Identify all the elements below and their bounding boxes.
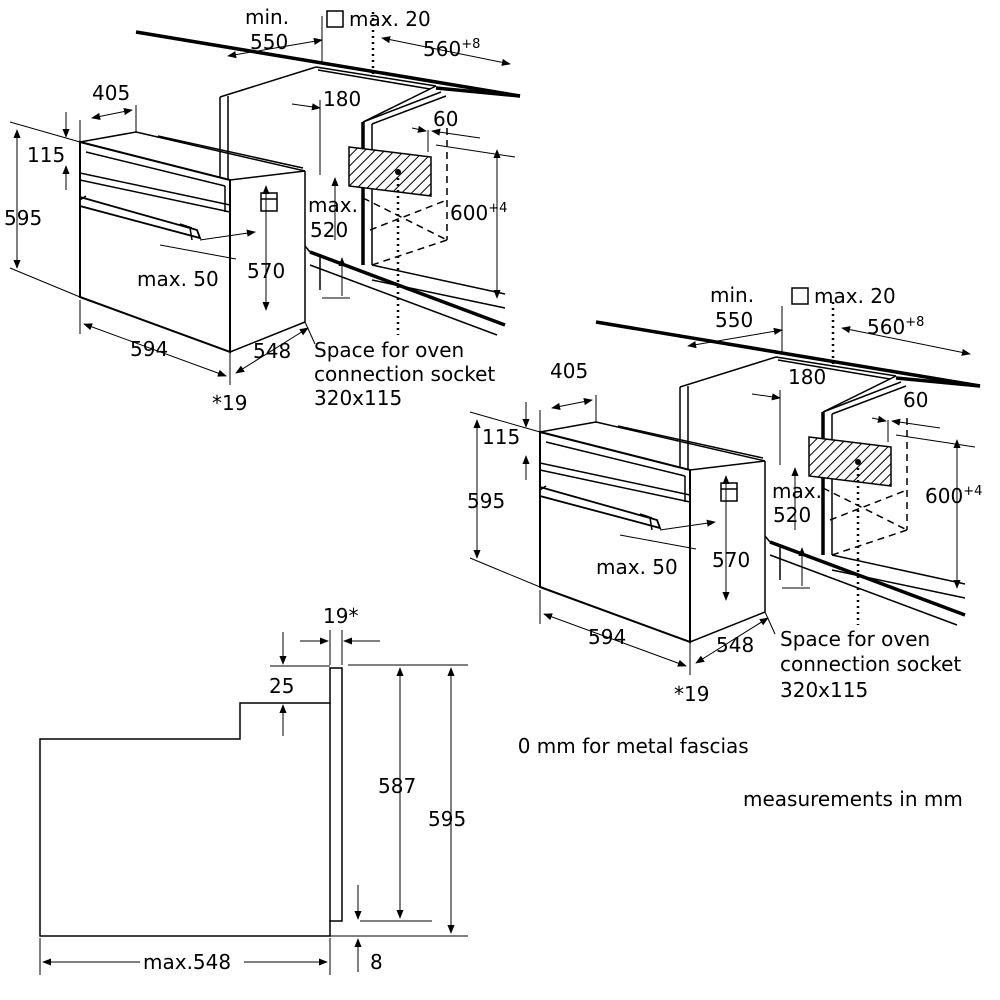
socket-line-3: 320x115 [780, 678, 868, 702]
max-50-label: max. 50 [137, 267, 219, 291]
dim-60-label: 60 [903, 388, 928, 412]
footnote-19-label: *19 [212, 391, 247, 415]
measurements-note: measurements in mm [743, 787, 963, 811]
height-600-label: 600+4 [450, 201, 507, 225]
dim-587-label: 587 [378, 774, 416, 798]
height-600-label: 600+4 [925, 484, 982, 508]
depth-560-label: 560+8 [867, 315, 924, 339]
socket-line-2: connection socket [780, 652, 961, 676]
min-label: min. [710, 283, 754, 307]
min-label: min. [245, 5, 289, 29]
max-50-label: max. 50 [596, 555, 678, 579]
depth-548-label: 548 [716, 633, 754, 657]
min-value: 550 [715, 308, 753, 332]
max-square-label: max. 20 [814, 284, 896, 308]
socket-line-2: connection socket [314, 362, 495, 386]
dim-60-label: 60 [433, 107, 458, 131]
max-520-value: 520 [773, 503, 811, 527]
dim-8-label: 8 [370, 950, 383, 974]
dim-115-label: 115 [27, 143, 65, 167]
max-520-value: 520 [310, 218, 348, 242]
width-405-label: 405 [550, 359, 588, 383]
footnote-19-label: *19 [674, 682, 709, 706]
min-value: 550 [250, 30, 288, 54]
max-square-icon [791, 287, 809, 305]
depth-548-label: 548 [253, 339, 291, 363]
max-square-icon [326, 10, 344, 28]
max-520-label: max. [308, 193, 358, 217]
socket-line-1: Space for oven [314, 338, 464, 362]
max-548-label: max.548 [143, 950, 231, 974]
dim-595-label: 595 [428, 807, 466, 831]
dim-180-label: 180 [788, 365, 826, 389]
height-595-label: 595 [467, 489, 505, 513]
width-594-label: 594 [588, 625, 626, 649]
diagram-b: min. 550 max. 20 560+8 405 180 60 115 59… [467, 283, 982, 706]
socket-line-1: Space for oven [780, 627, 930, 651]
dim-180-label: 180 [323, 87, 361, 111]
dim-19-label: 19* [323, 604, 358, 628]
height-595-label: 595 [4, 206, 42, 230]
diagram-a: min. 550 max. 20 560+8 405 180 60 115 59… [4, 5, 520, 415]
width-594-label: 594 [130, 337, 168, 361]
metal-fascias-note: 20 mm for metal fascias [505, 734, 749, 758]
dim-25-label: 25 [269, 674, 294, 698]
width-405-label: 405 [92, 81, 130, 105]
height-570-label: 570 [247, 259, 285, 283]
socket-line-3: 320x115 [314, 386, 402, 410]
max-520-label: max. [772, 479, 822, 503]
dim-115-label: 115 [482, 425, 520, 449]
side-view: 19* 25 587 595 max.548 8 [39, 604, 468, 976]
depth-560-label: 560+8 [423, 37, 480, 61]
height-570-label: 570 [712, 548, 750, 572]
max-square-label: max. 20 [349, 7, 431, 31]
